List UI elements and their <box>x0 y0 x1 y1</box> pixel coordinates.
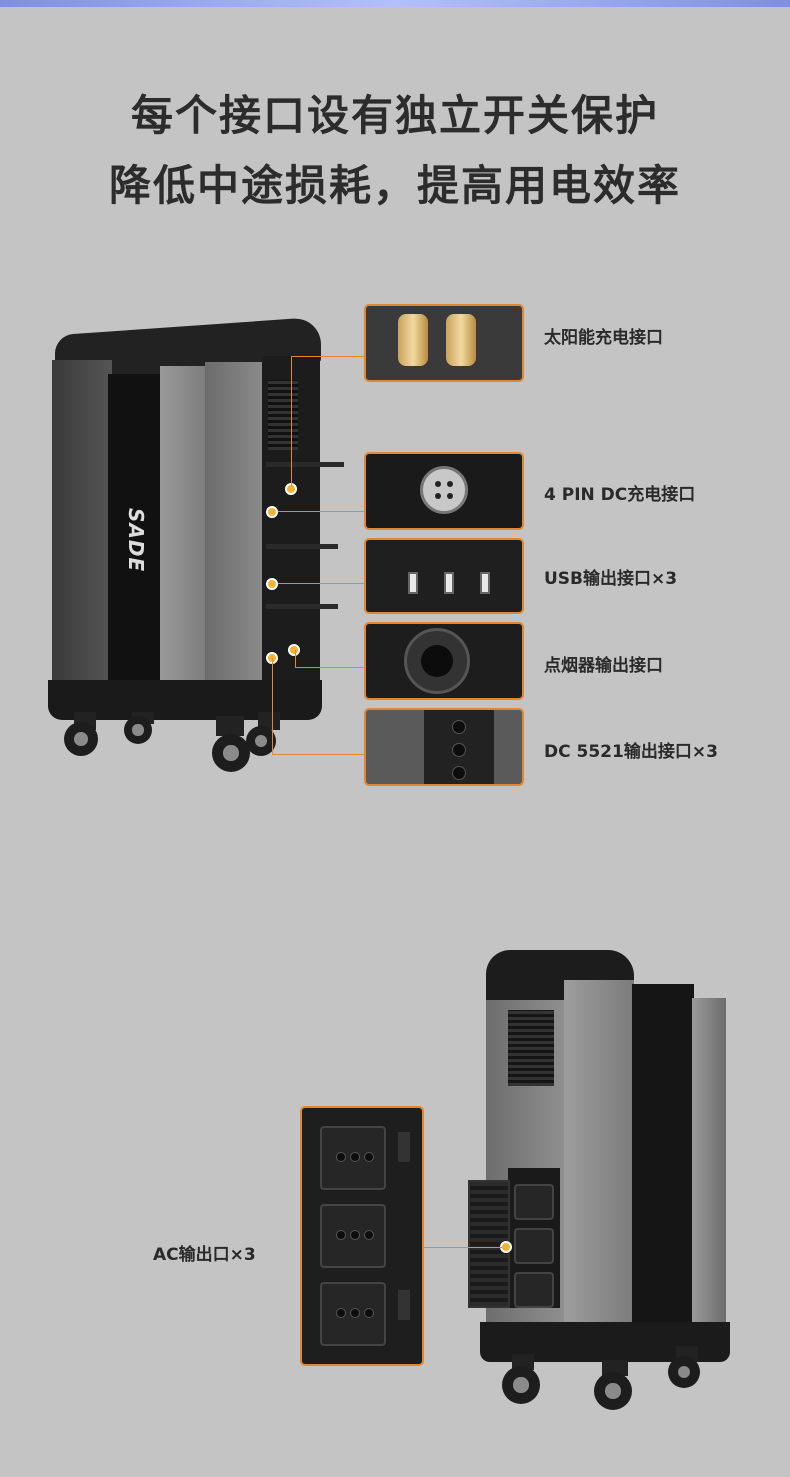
leader-line <box>291 356 292 486</box>
headline-line-2: 降低中途损耗，提高用电效率 <box>108 161 681 210</box>
wheel <box>668 1356 700 1388</box>
ac-socket-icon <box>320 1204 386 1268</box>
leader-line <box>422 1247 502 1248</box>
unit-vent <box>268 380 298 450</box>
brand-logo: SADE <box>124 508 148 573</box>
unit-rear-black-panel <box>632 984 694 1326</box>
cigarette-port-closeup <box>364 622 524 700</box>
usb-port-icon <box>408 572 418 594</box>
castor <box>216 716 244 736</box>
ac-socket-icon <box>320 1126 386 1190</box>
binding-post-icon <box>398 314 428 366</box>
wheel <box>246 726 276 756</box>
ac-socket-icon <box>320 1282 386 1346</box>
top-accent-bar <box>0 0 790 7</box>
cigarette-socket-icon <box>404 628 470 694</box>
leader-line <box>278 511 365 512</box>
leader-line <box>295 650 296 668</box>
dc-jack-icon <box>452 720 466 734</box>
dc-jack-icon <box>452 766 466 780</box>
ac-socket-icon <box>514 1272 554 1308</box>
wheel <box>124 716 152 744</box>
usb-port-closeup <box>364 538 524 614</box>
dc5521-port-closeup <box>364 708 524 786</box>
ac-outlet-label: AC输出口×3 <box>153 1245 256 1265</box>
solar-port-closeup <box>364 304 524 382</box>
port-shelf-3 <box>266 604 338 609</box>
4pin-port-label: 4 PIN DC充电接口 <box>544 485 696 505</box>
headline-line-1: 每个接口设有独立开关保护 <box>130 91 659 140</box>
cigarette-port-label: 点烟器输出接口 <box>544 656 663 676</box>
cigarette-port-marker <box>288 644 300 656</box>
leader-line <box>278 583 365 584</box>
4pin-port-closeup <box>364 452 524 530</box>
binding-post-icon <box>446 314 476 366</box>
unit-grey-panel-2 <box>205 362 263 708</box>
solar-port-label: 太阳能充电接口 <box>544 328 663 348</box>
unit-logo-panel <box>108 374 164 700</box>
dc-jack-icon <box>452 743 466 757</box>
usb-port-marker <box>266 578 278 590</box>
wheel <box>502 1366 540 1404</box>
usb-port-icon <box>480 572 490 594</box>
usb-port-icon <box>444 572 454 594</box>
solar-port-marker <box>266 506 278 518</box>
leader-line <box>295 667 365 668</box>
ac-socket-icon <box>514 1228 554 1264</box>
unit-rear-side-panel <box>692 998 726 1324</box>
ac-outlet-closeup <box>300 1106 424 1366</box>
wheel <box>64 722 98 756</box>
port-shelf-1 <box>266 462 344 467</box>
unit-grey-panel <box>160 366 210 700</box>
port-shelf-2 <box>266 544 338 549</box>
castor <box>258 712 280 730</box>
wheel <box>212 734 250 772</box>
unit-rear-grey-panel <box>564 980 634 1328</box>
leader-line <box>272 754 365 755</box>
ac-socket-icon <box>514 1184 554 1220</box>
usb-port-label: USB输出接口×3 <box>544 569 678 589</box>
leader-line <box>291 356 365 357</box>
leader-line <box>272 658 273 755</box>
wheel <box>594 1372 632 1410</box>
4pin-connector-icon <box>420 466 468 514</box>
unit-rear-vent <box>508 1010 554 1086</box>
dc5521-port-label: DC 5521输出接口×3 <box>544 742 718 762</box>
unit-left-side <box>52 360 112 700</box>
